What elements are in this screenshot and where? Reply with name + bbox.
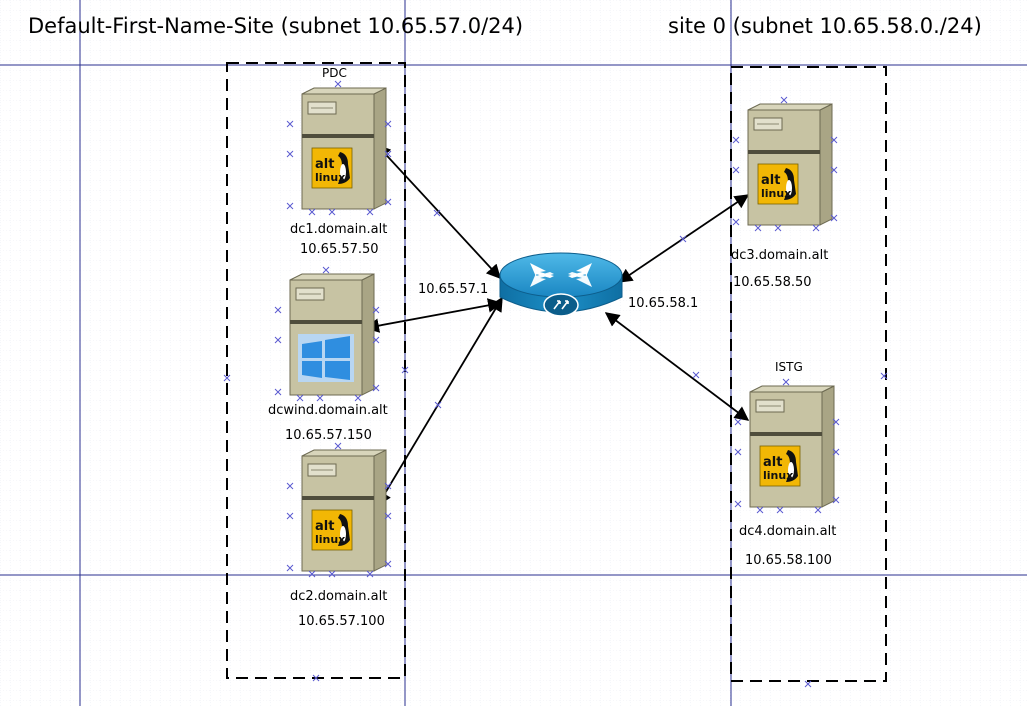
role-label-istg: ISTG	[775, 360, 803, 374]
server-dcwind[interactable]	[289, 273, 375, 396]
svg-text:alt: alt	[763, 455, 782, 470]
router-ip-right: 10.65.58.1	[628, 296, 699, 311]
server-ip-dc1: 10.65.57.50	[300, 242, 379, 257]
server-name-dc1: dc1.domain.alt	[290, 222, 388, 237]
svg-text:alt: alt	[315, 519, 334, 534]
svg-text:linux: linux	[315, 171, 345, 184]
server-ip-dcwind: 10.65.57.150	[285, 428, 372, 443]
svg-text:alt: alt	[315, 157, 334, 172]
server-ip-dc2: 10.65.57.100	[298, 614, 385, 629]
svg-text:alt: alt	[761, 173, 780, 188]
windows-logo-icon	[298, 334, 354, 382]
server-ip-dc4: 10.65.58.100	[745, 553, 832, 568]
connections	[364, 143, 750, 507]
server-name-dc3: dc3.domain.alt	[731, 248, 829, 263]
svg-text:linux: linux	[763, 469, 793, 482]
server-name-dcwind: dcwind.domain.alt	[268, 403, 388, 418]
role-label-pdc: PDC	[322, 66, 347, 80]
svg-text:linux: linux	[315, 533, 345, 546]
link-dc2-router	[377, 296, 503, 507]
connection-points	[223, 80, 888, 688]
svg-text:linux: linux	[761, 187, 791, 200]
router-arrows-icon	[530, 263, 592, 287]
site-right-title: site 0 (subnet 10.65.58.0./24)	[668, 14, 982, 38]
router-ip-left: 10.65.57.1	[418, 282, 489, 297]
server-name-dc4: dc4.domain.alt	[739, 524, 837, 539]
router[interactable]	[499, 252, 623, 317]
router-badge-icon	[543, 293, 579, 317]
link-dc4-router	[604, 312, 750, 421]
server-name-dc2: dc2.domain.alt	[290, 589, 388, 604]
server-ip-dc3: 10.65.58.50	[733, 275, 812, 290]
site-left-title: Default-First-Name-Site (subnet 10.65.57…	[28, 14, 524, 38]
